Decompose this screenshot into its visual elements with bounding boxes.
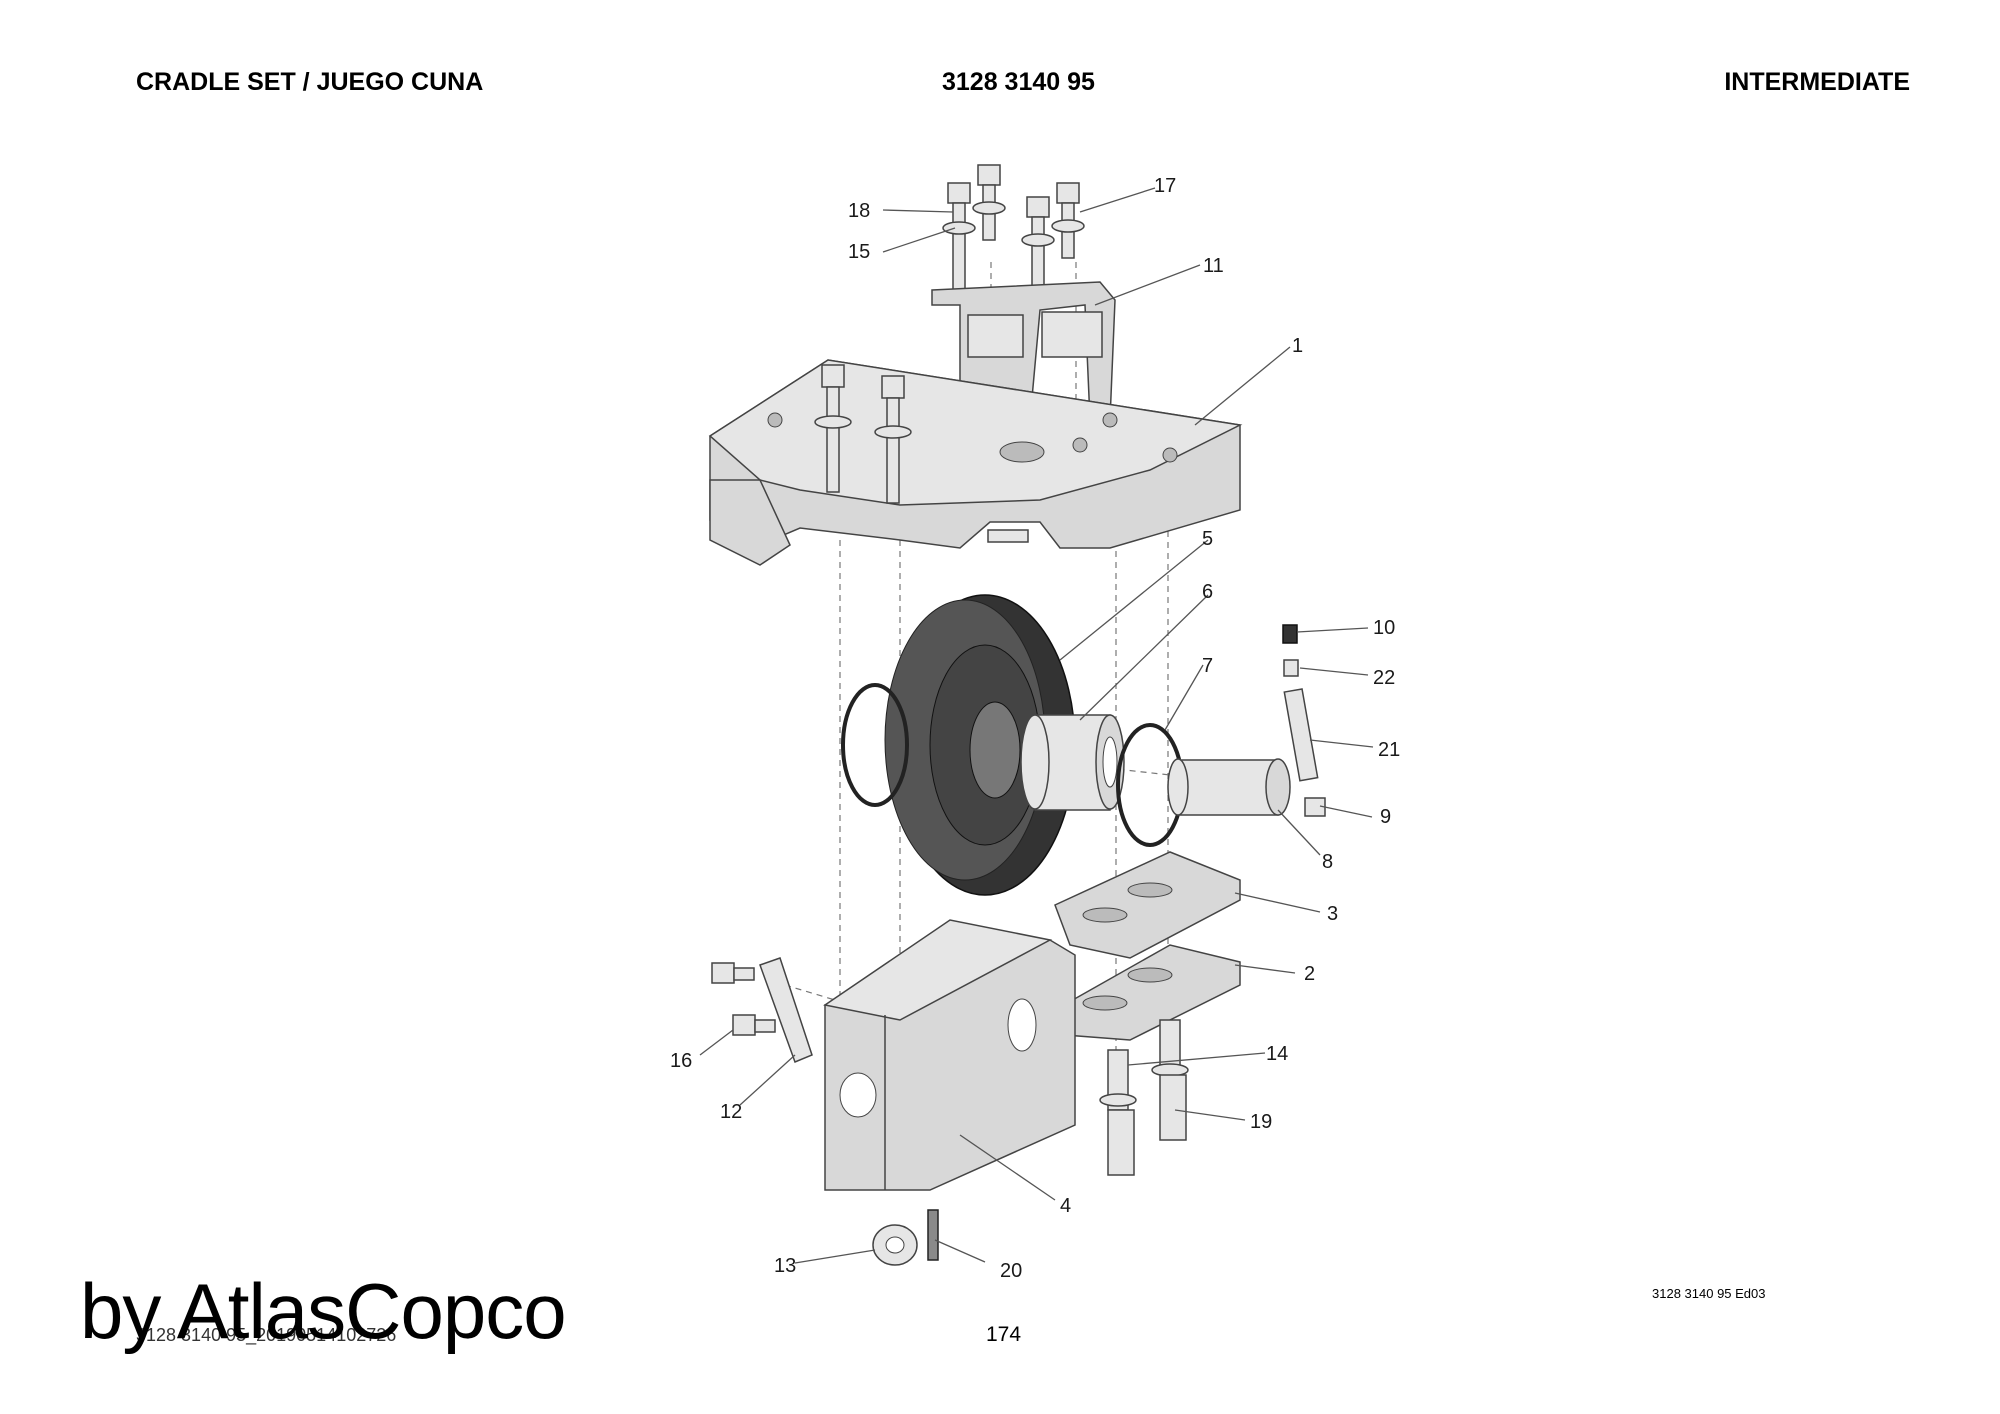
- callout-2: 2: [1304, 963, 1315, 985]
- callout-8: 8: [1322, 851, 1333, 873]
- file-code: 3128 3140 95_20190514102726: [136, 1325, 397, 1345]
- callout-1: 1: [1292, 335, 1303, 357]
- callout-20: 20: [1000, 1260, 1022, 1282]
- cradle-housing: [823, 919, 1076, 1191]
- callout-numbers: 1 2 3 4 5 6 7 8 9 10 11 12 13 14 15 16 1…: [670, 175, 1400, 1282]
- callout-14: 14: [1266, 1043, 1288, 1065]
- callout-11: 11: [1203, 255, 1224, 277]
- callout-13: 13: [774, 1255, 796, 1277]
- callout-5: 5: [1202, 528, 1213, 550]
- callout-22: 22: [1373, 667, 1395, 689]
- callout-10: 10: [1373, 617, 1395, 639]
- callout-16: 16: [670, 1050, 692, 1072]
- callout-3: 3: [1327, 903, 1338, 925]
- cradle-top-plate: [708, 359, 1243, 566]
- callout-6: 6: [1202, 581, 1213, 603]
- callout-21: 21: [1378, 739, 1400, 761]
- callout-leaders: [699, 187, 1374, 1264]
- callout-17: 17: [1154, 175, 1176, 197]
- pulley-sheave: [884, 594, 1076, 896]
- section-label: INTERMEDIATE: [1724, 68, 1910, 96]
- washer-and-pin: [872, 1209, 939, 1266]
- edition-code: 3128 3140 95 Ed03: [1652, 1286, 1766, 1301]
- callout-4: 4: [1060, 1195, 1071, 1217]
- side-plate-and-bolts: [711, 957, 813, 1063]
- document-title: CRADLE SET / JUEGO CUNA: [136, 68, 484, 96]
- callout-7: 7: [1202, 655, 1213, 677]
- part-number: 3128 3140 95: [942, 68, 1095, 96]
- top-bolts: [942, 164, 1085, 303]
- wear-pads: [1054, 851, 1241, 1041]
- callout-12: 12: [720, 1101, 742, 1123]
- callout-19: 19: [1250, 1111, 1272, 1133]
- watermark: by AtlasCopco: [80, 1267, 567, 1355]
- callout-18: 18: [848, 200, 870, 222]
- callout-15: 15: [848, 241, 870, 263]
- lubrication-fittings: [1282, 624, 1326, 817]
- axle-pin: [1167, 758, 1291, 816]
- bearing: [1020, 714, 1125, 811]
- page-number: 174: [986, 1323, 1022, 1346]
- callout-9: 9: [1380, 806, 1391, 828]
- lower-bolts: [1099, 1019, 1189, 1176]
